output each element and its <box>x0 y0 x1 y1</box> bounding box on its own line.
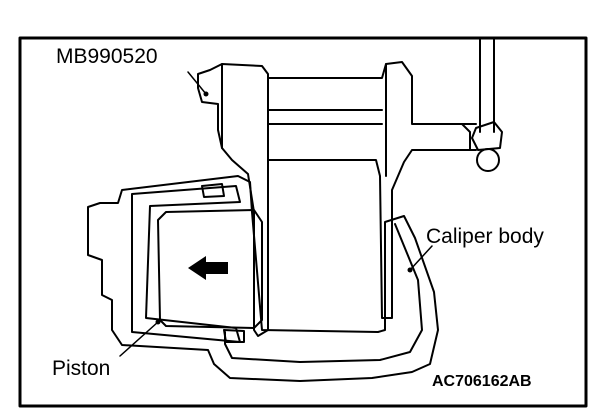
caliper-leader-line <box>409 245 433 271</box>
piston-seal <box>201 183 245 343</box>
tool-left-jaw <box>197 63 269 337</box>
caliper-leader-dot <box>407 267 413 273</box>
tool-frame <box>267 61 471 319</box>
caliper-body-label: Caliper body <box>426 225 544 248</box>
tool-leader-line <box>187 71 207 95</box>
piston-bore-wall <box>131 185 241 343</box>
piston-label: Piston <box>52 357 111 380</box>
caliper-inner-contour <box>224 223 423 363</box>
tool-number-label: MB990520 <box>56 45 158 68</box>
figure-frame <box>18 36 588 408</box>
tool-leader-dot <box>203 91 209 97</box>
tool-frame-bar <box>267 109 383 125</box>
piston-leader-dot <box>155 319 161 325</box>
push-direction-arrow-icon <box>188 256 228 280</box>
tool-screw-end <box>461 123 477 151</box>
tool-handle <box>479 37 495 133</box>
figure-code-label: AC706162AB <box>432 373 532 390</box>
tool-handle-ball <box>476 148 500 172</box>
piston-leader-line <box>119 321 159 357</box>
tool-handle-hub <box>471 121 503 151</box>
caliper-body <box>87 175 439 382</box>
